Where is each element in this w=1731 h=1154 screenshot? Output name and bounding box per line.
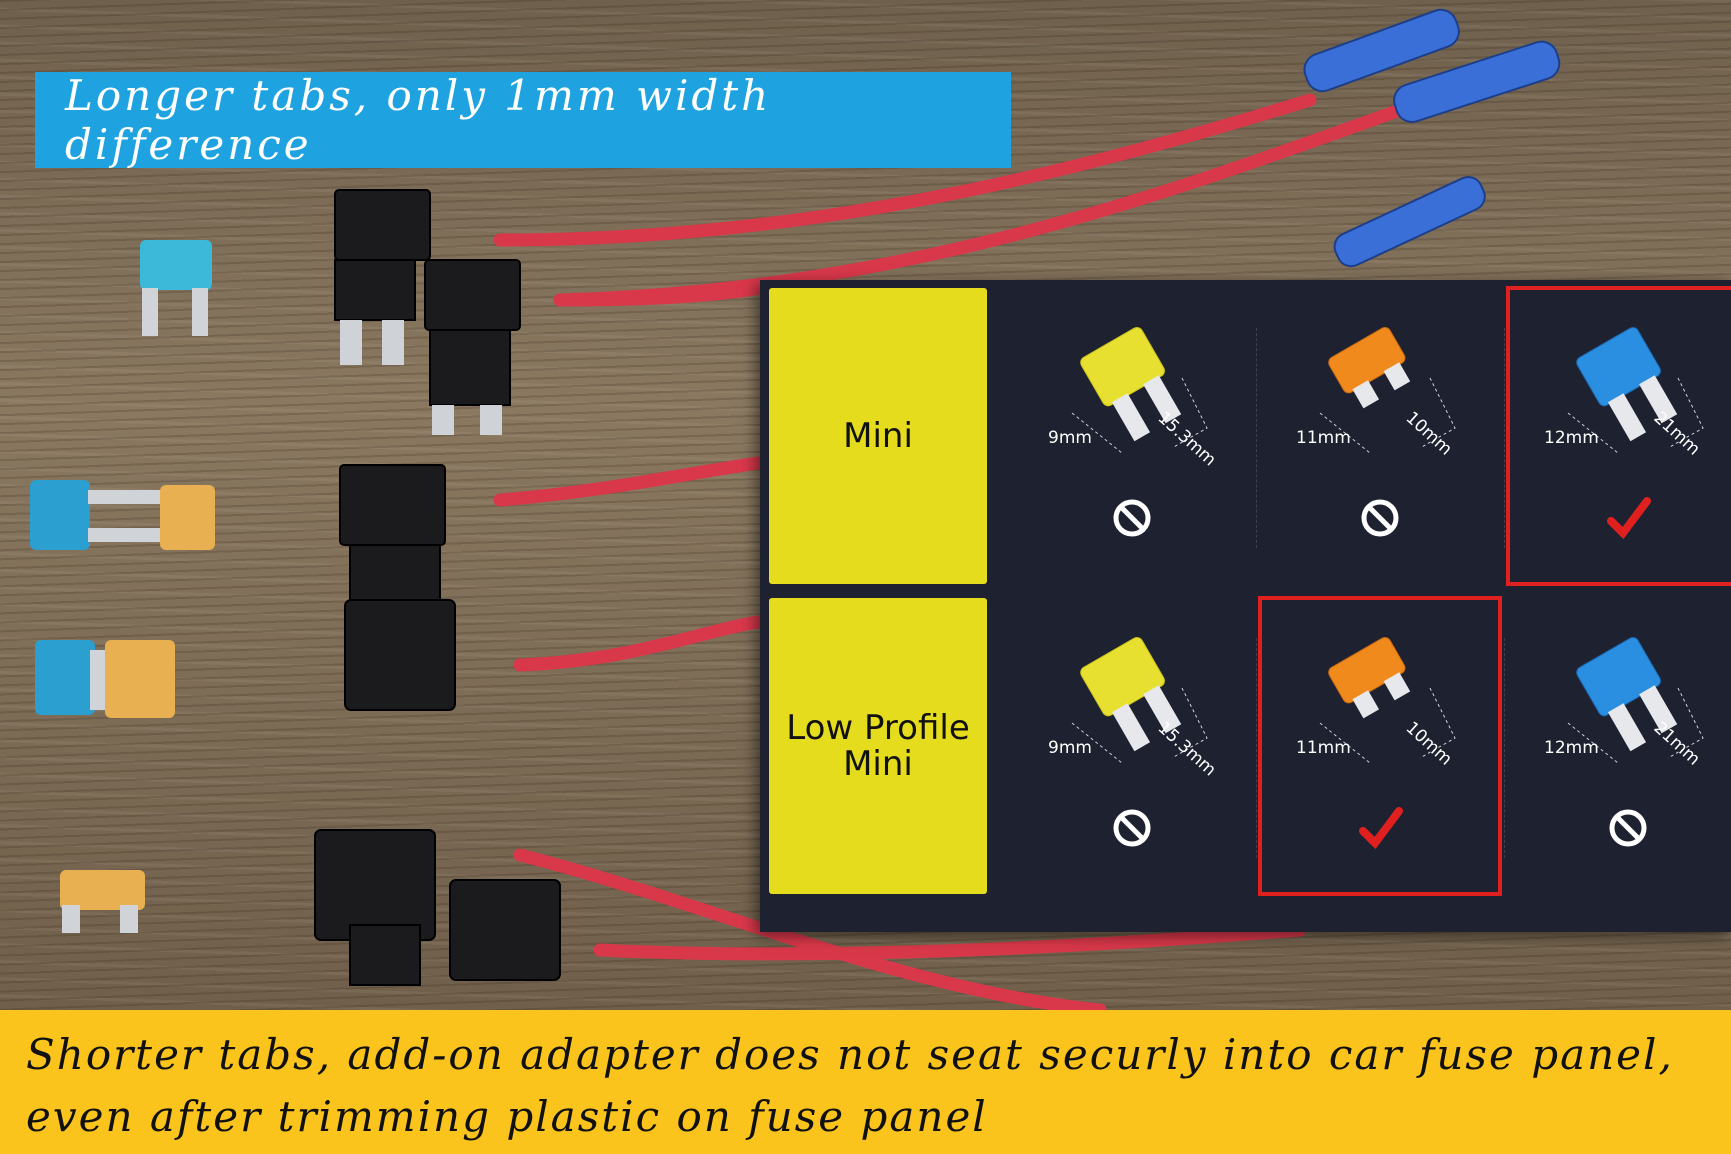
dimension-width-label: 12mm <box>1544 738 1599 758</box>
fuse-icon <box>1071 637 1208 764</box>
checkmark-icon <box>1607 497 1651 540</box>
dimension-width-label: 9mm <box>1048 428 1092 448</box>
not-allowed-icon <box>1113 809 1151 847</box>
bottom-caption-line-1: Shorter tabs, add-on adapter does not se… <box>26 1030 1674 1079</box>
checkmark-icon <box>1359 807 1403 850</box>
dimension-width-label: 11mm <box>1296 738 1351 758</box>
cell-divider <box>1504 328 1505 548</box>
dimension-width-label: 12mm <box>1544 428 1599 448</box>
dimension-width-label: 9mm <box>1048 738 1092 758</box>
cell-divider <box>1256 638 1257 858</box>
dimension-width-label: 11mm <box>1296 428 1351 448</box>
row-label: Mini <box>769 288 987 584</box>
wires-illustration <box>30 8 1561 1010</box>
top-caption-text: Longer tabs, only 1mm width difference <box>65 71 772 169</box>
cell-divider <box>1256 328 1257 548</box>
cell-divider <box>1504 638 1505 858</box>
row-label-text: Mini <box>843 416 913 456</box>
fuse-icon <box>1567 637 1704 764</box>
not-allowed-icon <box>1361 499 1399 537</box>
not-allowed-icon <box>1113 499 1151 537</box>
fuse-icon <box>1319 327 1456 454</box>
bottom-caption-line-2: even after trimming plastic on fuse pane… <box>26 1092 988 1141</box>
fuse-icon <box>1567 327 1704 454</box>
fuse-icon <box>1071 327 1208 454</box>
row-label: Low Profile Mini <box>769 598 987 894</box>
fuse-icon <box>1319 637 1456 764</box>
row-label-text: Low Profile Mini <box>786 708 970 784</box>
not-allowed-icon <box>1609 809 1647 847</box>
bottom-caption-banner: Shorter tabs, add-on adapter does not se… <box>0 1010 1731 1154</box>
top-caption-banner: Longer tabs, only 1mm width difference <box>35 71 1011 169</box>
